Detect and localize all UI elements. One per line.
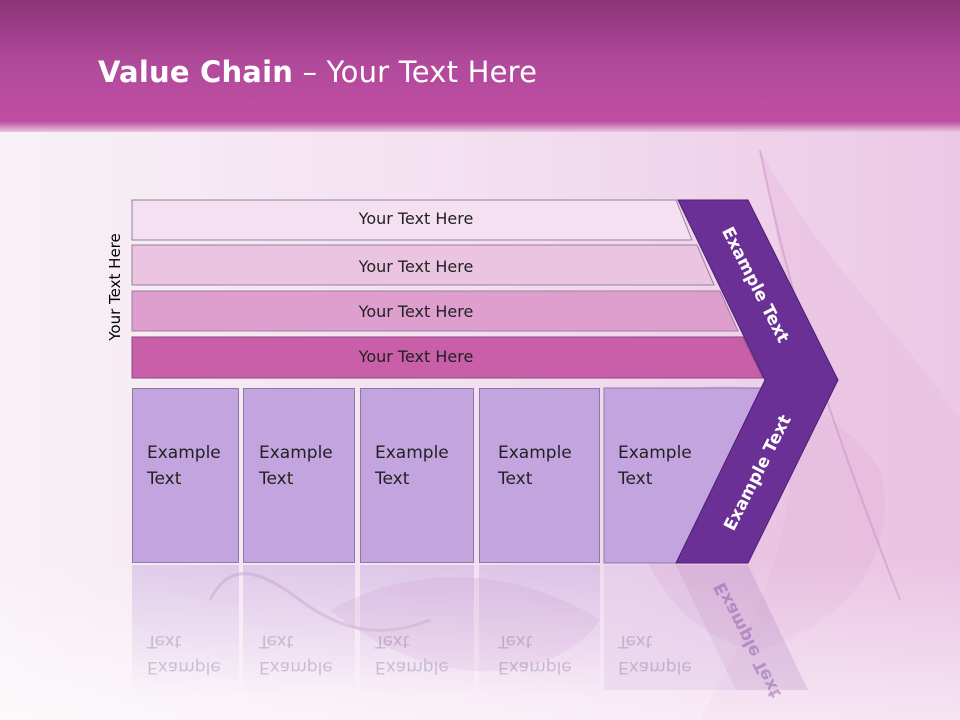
cell-2-reflection-line1: Example — [259, 657, 333, 677]
cell-2-text: Example Text — [259, 440, 359, 492]
cell-4-text: Example Text — [498, 440, 598, 492]
page-title: Value Chain – Your Text Here — [98, 55, 537, 89]
cell-5-reflection-line2: Text — [618, 631, 653, 651]
cell-1-reflection-line1: Example — [147, 657, 221, 677]
title-bold: Value Chain — [98, 55, 294, 89]
cell-2-reflection — [243, 565, 355, 695]
cell-4-line1: Example — [498, 443, 572, 463]
cell-2-line2: Text — [259, 469, 294, 489]
cell-2-reflection-line2: Text — [259, 631, 294, 651]
cell-4-reflection — [479, 565, 600, 695]
cell-3-text: Example Text — [375, 440, 475, 492]
cell-1-reflection — [132, 565, 239, 695]
cell-5-line1: Example — [618, 443, 692, 463]
bar-2-text: Your Text Here — [358, 257, 474, 276]
cell-5-reflection-line1: Example — [618, 657, 692, 677]
bar-1-text: Your Text Here — [358, 209, 474, 228]
cell-3-reflection-line1: Example — [375, 657, 449, 677]
cell-3-line2: Text — [375, 469, 410, 489]
cell-5-line2: Text — [618, 469, 653, 489]
cell-1-reflection-line2: Text — [147, 631, 182, 651]
activity-cell-2 — [243, 388, 355, 563]
cell-3-line1: Example — [375, 443, 449, 463]
cell-2-line1: Example — [259, 443, 333, 463]
cell-4-line2: Text — [498, 469, 533, 489]
activity-cell-4 — [479, 388, 600, 563]
cell-3-reflection-line2: Text — [375, 631, 410, 651]
title-rest: – Your Text Here — [293, 55, 538, 89]
cell-4-reflection-line2: Text — [498, 631, 533, 651]
bar-1 — [131, 199, 693, 241]
cell-3-reflection — [360, 565, 474, 695]
bar-3 — [131, 290, 739, 332]
bar-4 — [131, 336, 764, 379]
cell-1-line2: Text — [147, 469, 182, 489]
cell-4-reflection-line1: Example — [498, 657, 572, 677]
cell-2-reflection-text: Example Text — [259, 628, 359, 680]
cell-1-line1: Example — [147, 443, 221, 463]
cell-5-text: Example Text — [618, 440, 718, 492]
bar-4-text: Your Text Here — [358, 347, 474, 366]
header-band — [0, 0, 960, 132]
chevron-reflection — [676, 565, 808, 690]
bar-2 — [131, 244, 715, 286]
cell-5-reflection-text: Example Text — [618, 628, 718, 680]
cell-1-text: Example Text — [147, 440, 247, 492]
cell-1-reflection-text: Example Text — [147, 628, 247, 680]
last-cell-reflection — [604, 565, 736, 690]
activity-cell-3 — [360, 388, 474, 563]
activity-cell-1 — [132, 388, 239, 563]
bar-3-text: Your Text Here — [358, 302, 474, 321]
chevron-arrow — [675, 199, 839, 564]
cell-4-reflection-text: Example Text — [498, 628, 598, 680]
cell-3-reflection-text: Example Text — [375, 628, 475, 680]
